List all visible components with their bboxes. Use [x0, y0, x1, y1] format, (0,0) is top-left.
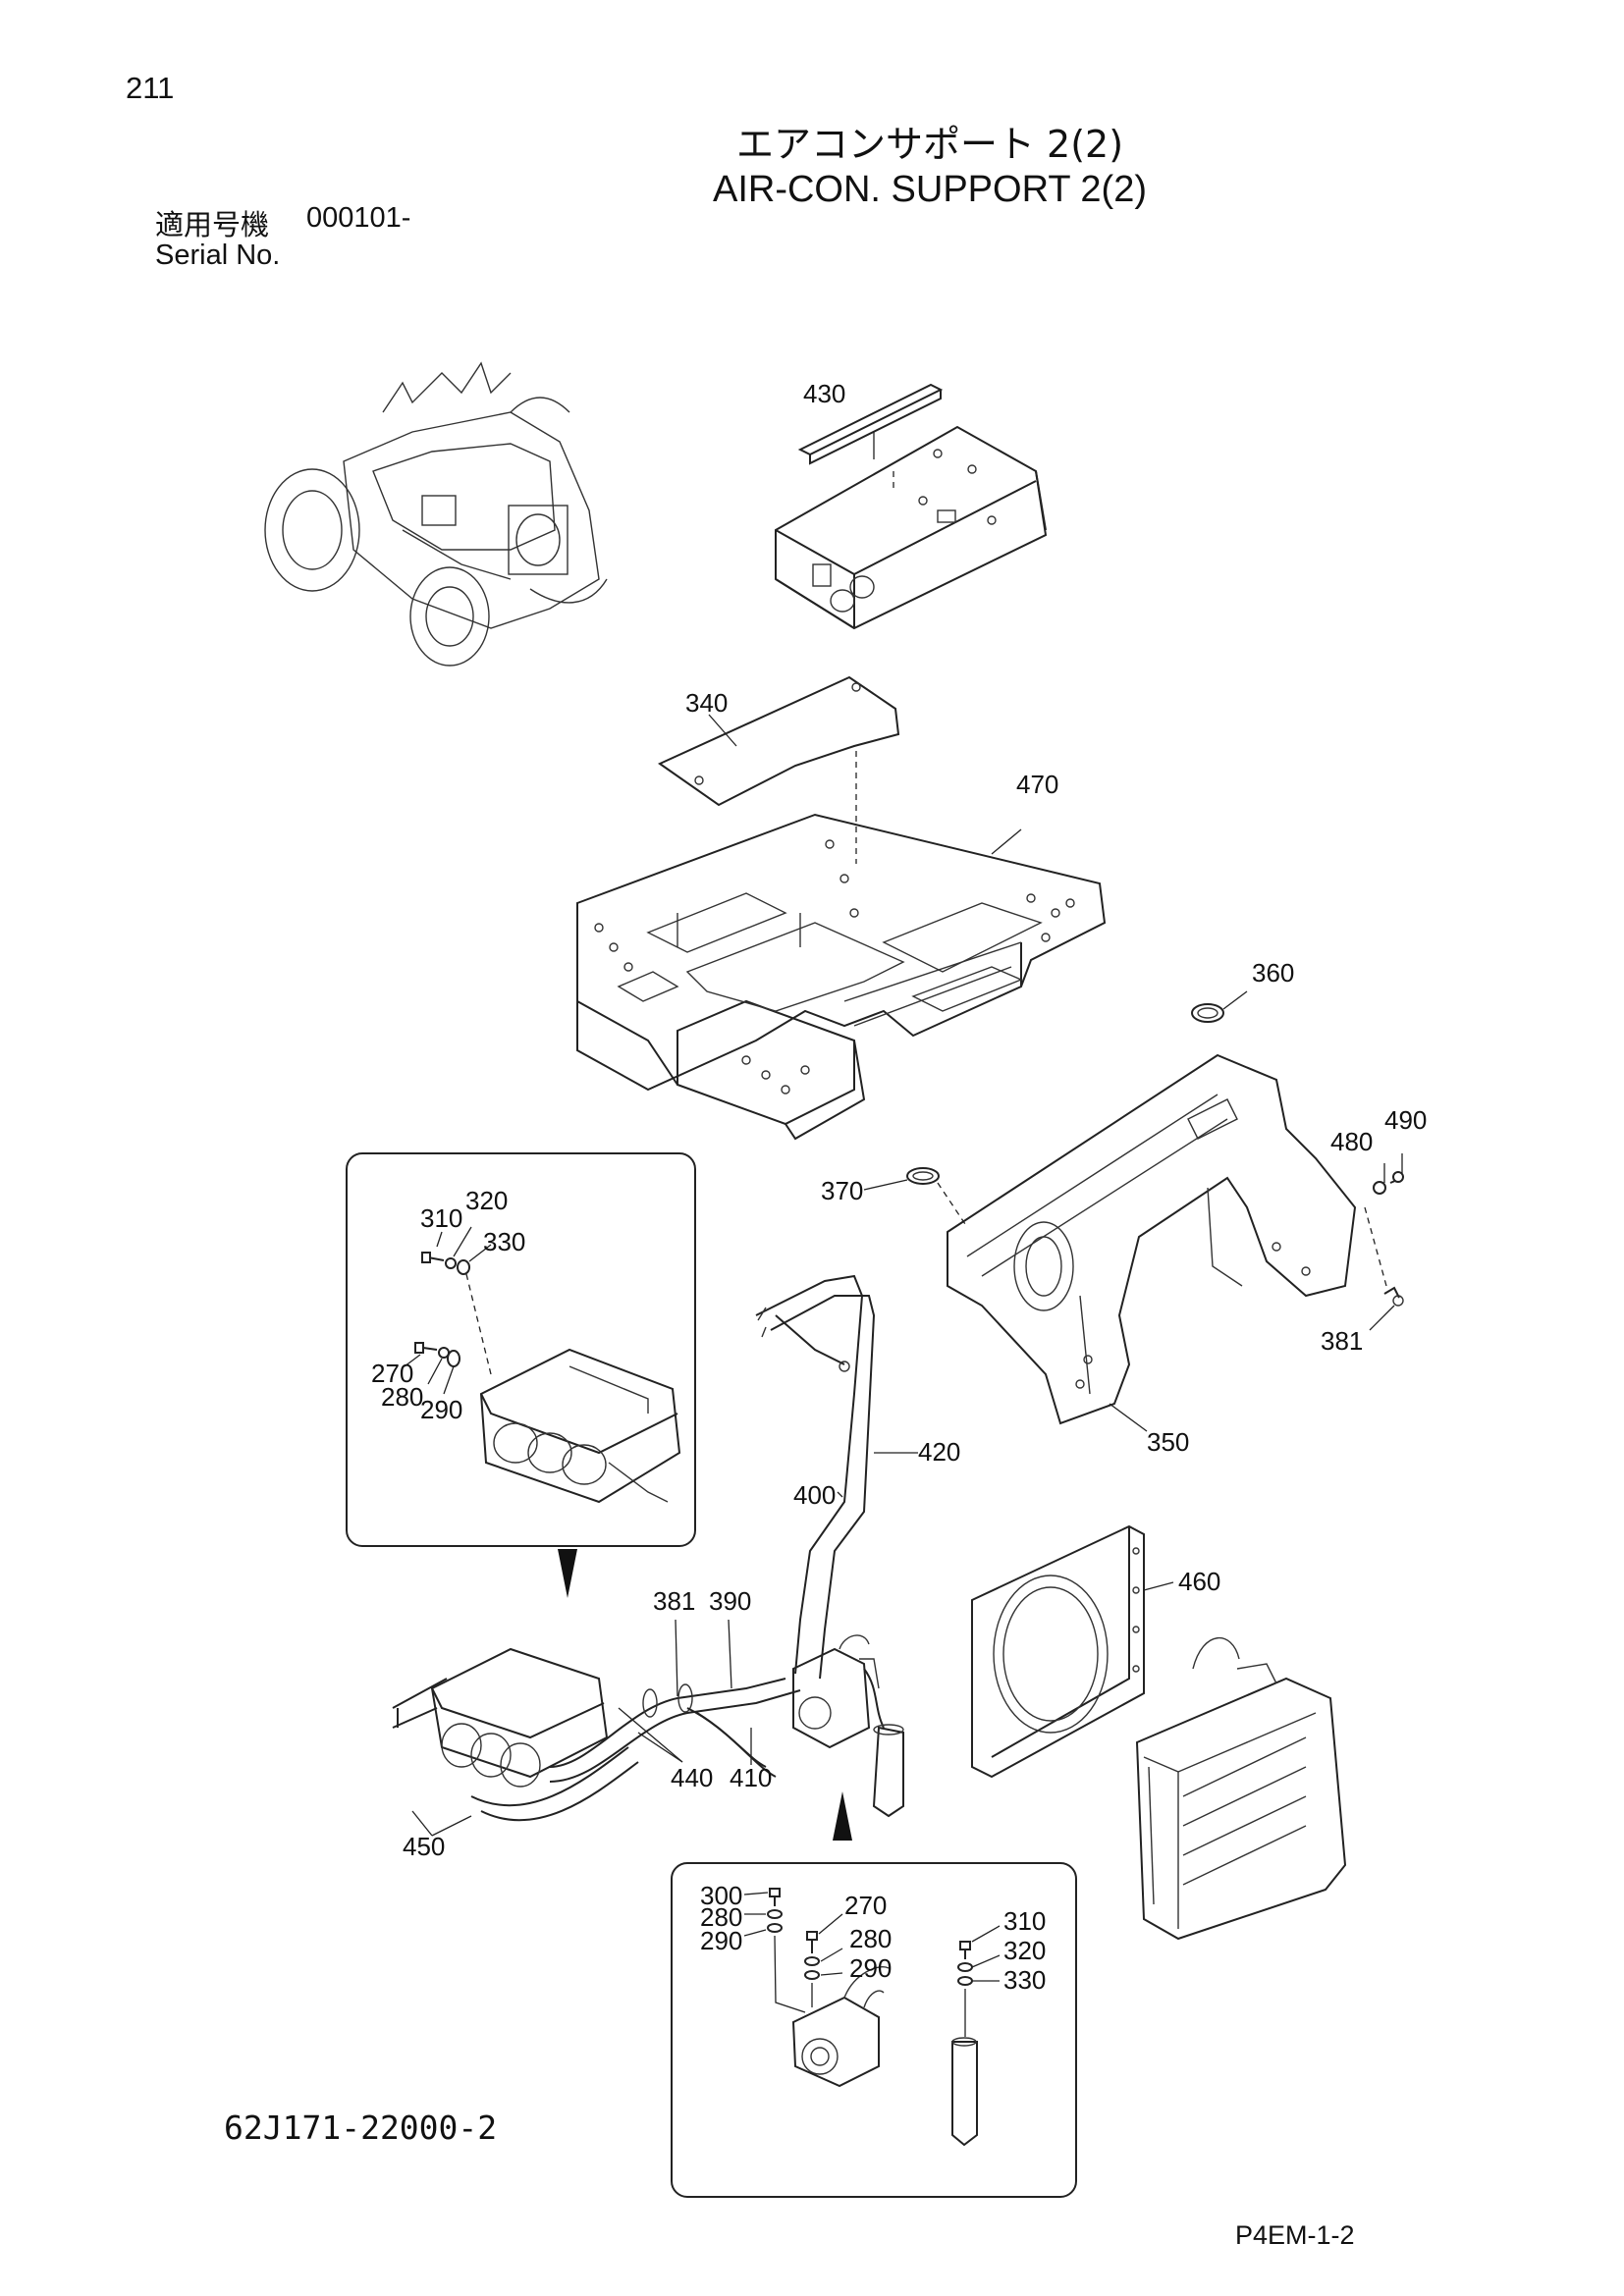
callout-400: 400 [793, 1480, 836, 1510]
bolt-washer-set-lower [414, 1342, 460, 1367]
arrow-detail-2 [833, 1791, 852, 1841]
serial-label-english: Serial No. [155, 240, 281, 271]
bolt-washer-column-270 [804, 1931, 820, 1980]
callout-detail2-290b: 290 [849, 1953, 892, 1983]
callout-430: 430 [803, 379, 845, 408]
callout-450: 450 [403, 1832, 445, 1861]
air-con-unit-assembly [392, 1647, 801, 1822]
serial-label-japanese: 適用号機 [155, 208, 270, 241]
callout-420: 420 [918, 1437, 960, 1467]
grommet-370 [906, 1167, 940, 1185]
detail-box-compressor-mounting [671, 1862, 1077, 2198]
fan-shroud-460 [971, 1524, 1145, 1779]
page-reference: P4EM-1-2 [1235, 2220, 1355, 2250]
callout-460: 460 [1178, 1567, 1220, 1596]
callout-detail1-330: 330 [483, 1227, 525, 1256]
air-con-bracket-box [775, 383, 1048, 630]
air-con-unit-detail [479, 1348, 681, 1504]
grommet-360 [1191, 1003, 1224, 1023]
callout-detail2-300: 300 [700, 1881, 742, 1910]
bolt-washer-set-upper [421, 1252, 470, 1275]
callout-detail1-320: 320 [465, 1186, 508, 1215]
page-title-japanese: エアコンサポート 2(2) [735, 123, 1124, 166]
detail-box-unit-mounting [346, 1152, 696, 1547]
callout-370: 370 [821, 1176, 863, 1205]
callout-350: 350 [1147, 1427, 1189, 1457]
callout-381-lower: 381 [653, 1586, 695, 1616]
page-title-english: AIR-CON. SUPPORT 2(2) [712, 169, 1147, 210]
drawing-number: 62J171-22000-2 [224, 2109, 498, 2147]
callout-390: 390 [709, 1586, 751, 1616]
callout-detail2-270: 270 [844, 1891, 887, 1920]
callout-detail1-270: 270 [371, 1359, 413, 1388]
callout-detail1-310: 310 [420, 1203, 462, 1233]
callout-490: 490 [1384, 1105, 1427, 1135]
compressor-detail [791, 1966, 890, 2088]
callout-340: 340 [685, 688, 728, 718]
callout-detail2-280b: 280 [849, 1924, 892, 1953]
callout-detail2-320: 320 [1003, 1936, 1046, 1965]
duct-bracket-350 [947, 1053, 1357, 1425]
callout-440: 440 [671, 1763, 713, 1792]
cover-plate-340 [657, 675, 900, 807]
callout-470: 470 [1016, 770, 1058, 799]
callout-detail2-310: 310 [1003, 1906, 1046, 1936]
hose-400-420 [755, 1274, 876, 1680]
callout-detail1-280: 280 [381, 1382, 423, 1412]
callout-detail2-290a: 290 [700, 1926, 742, 1955]
arrow-detail-1 [558, 1549, 577, 1598]
callout-detail2-330: 330 [1003, 1965, 1046, 1995]
callout-480: 480 [1330, 1127, 1373, 1156]
bolt-washer-column-300 [767, 1888, 783, 1933]
machine-locator-sketch [264, 361, 608, 667]
compressor-receiver [792, 1634, 904, 1818]
callout-360: 360 [1252, 958, 1294, 988]
bolt-480-490 [1373, 1153, 1404, 1195]
callout-detail2-280a: 280 [700, 1902, 742, 1932]
floor-frame-470 [576, 813, 1107, 1141]
bolt-washer-column-310 [957, 1941, 973, 1986]
callout-410: 410 [730, 1763, 772, 1792]
radiator-sketch [1135, 1636, 1347, 1941]
serial-number-value: 000101- [306, 202, 411, 234]
clip-381 [1383, 1286, 1404, 1307]
receiver-drier-detail [951, 2037, 978, 2147]
callout-381-upper: 381 [1321, 1326, 1363, 1356]
page-number: 211 [126, 71, 175, 105]
callout-detail1-290: 290 [420, 1395, 462, 1424]
